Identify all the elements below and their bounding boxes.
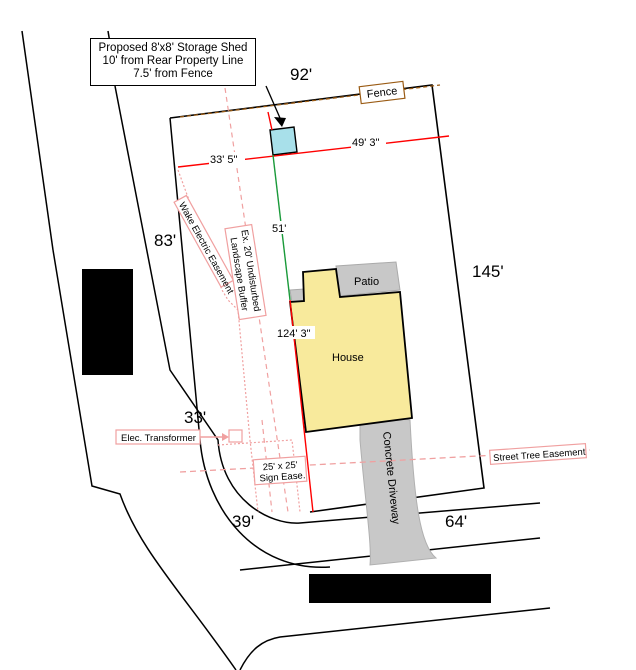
patio-label: Patio [354,276,379,288]
redacted-block-bottom [309,574,491,603]
property-line-left [169,117,201,441]
callout-line-2: 10' from Rear Property Line [102,55,244,67]
dim-left-lower: 33' [184,408,206,427]
dim-shed-to-house: 51' [272,223,286,235]
house-label: House [332,352,364,364]
landscape-buffer-tag: Ex. 20' Undisturbed Landscape Buffer [224,223,267,321]
road-edge-inner-curve [114,85,541,524]
arrow-head-icon [274,117,286,127]
road-edge-far-left [21,30,54,251]
sign-easement-line [217,439,301,513]
wake-electric-line [177,169,259,513]
dim-shed-to-right: 49' 3" [352,137,380,149]
road-edge-bottom [239,607,551,670]
dim-shed-to-front: 124' 3" [277,328,311,340]
dim-front-right: 64' [445,512,467,531]
driveway-shape [339,417,438,566]
transformer-box [228,429,243,443]
road-edge-left-lower [52,249,237,670]
fence-label-box [358,80,406,105]
callout-pointer [265,85,281,119]
shed-callout: Proposed 8'x8' Storage Shed 10' from Rea… [90,38,256,86]
redacted-block-left [82,269,133,375]
transformer-arrow-icon [222,433,229,441]
house-shape [288,268,413,434]
dim-left-upper: 83' [154,231,176,250]
dim-shed-to-left: 33' 5" [210,154,238,166]
transformer-label: Elec. Transformer [121,433,196,444]
svg-text:25' x 25': 25' x 25' [262,460,298,473]
front-curb-curve [199,439,331,568]
svg-text:Sign Ease.: Sign Ease. [259,470,306,484]
sign-easement-tag: 25' x 25' Sign Ease. [252,455,308,486]
callout-line-1: Proposed 8'x8' Storage Shed [98,42,248,54]
dim-right: 145' [472,262,504,281]
dim-front-left: 39' [232,512,254,531]
dim-rear: 92' [290,65,312,84]
fence-label: Fence [366,85,398,101]
proposed-shed [269,126,298,156]
street-tree-tag: Street Tree Easement [488,443,588,465]
callout-line-3: 7.5' from Fence [133,68,213,80]
